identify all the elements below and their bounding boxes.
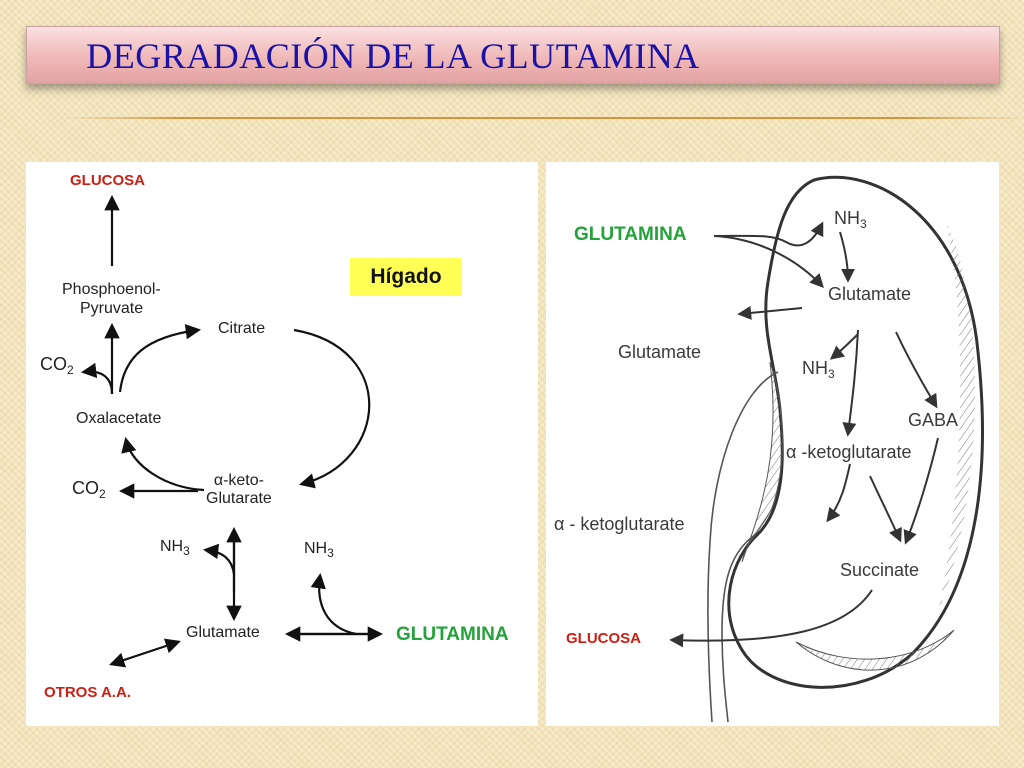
kidney-pathway-arrows <box>669 221 939 648</box>
kidney-glutamina-label: GLUTAMINA <box>574 224 687 245</box>
liver-citrate-label: Citrate <box>218 320 266 337</box>
liver-co2-top-label: CO2 <box>40 354 74 377</box>
nh3-sub: 3 <box>183 544 190 558</box>
aketo-line2: Glutarate <box>206 490 272 507</box>
ureter-lines <box>707 371 779 723</box>
nh3-sub: 3 <box>327 546 334 560</box>
liver-otros-aa-label: OTROS A.A. <box>44 684 131 701</box>
title-banner: DEGRADACIÓN DE LA GLUTAMINA <box>26 26 1000 84</box>
arrow-oxal-to-citrate <box>118 324 202 393</box>
arrow-otros-double <box>109 638 181 668</box>
slide-title: DEGRADACIÓN DE LA GLUTAMINA <box>86 36 700 76</box>
kidney-glutamate-outer-label: Glutamate <box>618 342 702 362</box>
pep-line1: Phosphoenol- <box>62 281 161 298</box>
liver-glutamina-label: GLUTAMINA <box>396 624 509 645</box>
nh3-sub: 3 <box>860 217 867 231</box>
co2-main: CO <box>72 478 99 498</box>
kidney-gaba-label: GABA <box>908 410 959 430</box>
liver-co2-bottom-label: CO2 <box>72 478 106 501</box>
higado-badge: Hígado <box>350 258 462 296</box>
kidney-glucosa-label: GLUCOSA <box>566 630 641 647</box>
arrow-aketo-to-oxal <box>121 436 205 492</box>
nh3-main: NH <box>160 538 184 555</box>
kidney-nh3-top-label: NH3 <box>834 208 867 231</box>
liver-diagram-arrows <box>80 194 384 668</box>
liver-oxalacetate-label: Oxalacetate <box>76 410 162 427</box>
kidney-glutamate-inner-label: Glutamate <box>828 284 912 304</box>
kidney-nh3-mid-label: NH3 <box>802 358 835 381</box>
liver-nh3-left-label: NH3 <box>160 538 190 558</box>
title-divider <box>64 117 1024 119</box>
nh3-main: NH <box>802 358 828 378</box>
liver-diagram-panel: GLUCOSA Phosphoenol- Pyruvate Citrate CO… <box>26 162 538 726</box>
kidney-diagram-panel: GLUTAMINA NH3 Glutamate Glutamate NH3 GA… <box>546 162 999 726</box>
arrow-nh3-left <box>202 543 236 575</box>
liver-glutamate-label: Glutamate <box>186 624 260 641</box>
kidney-bottom-shading <box>795 629 955 671</box>
co2-sub: 2 <box>67 363 74 377</box>
co2-sub: 2 <box>99 487 106 501</box>
arrow-oxal-to-co2 <box>80 362 114 395</box>
nh3-main: NH <box>304 540 328 557</box>
arrow-nh3-right <box>310 572 357 636</box>
kidney-succinate-label: Succinate <box>840 560 920 580</box>
liver-phosphoenolpyruvate-label: Phosphoenol- Pyruvate <box>62 280 161 318</box>
aketo-line1: α-keto- <box>213 472 264 489</box>
liver-glucosa-label: GLUCOSA <box>70 172 145 189</box>
nh3-sub: 3 <box>828 367 835 381</box>
co2-main: CO <box>40 354 67 374</box>
kidney-right-shading <box>938 222 976 612</box>
liver-aketoglutarate-label: α-keto- Glutarate <box>206 472 272 508</box>
kidney-hilum-shading <box>741 361 783 563</box>
kidney-aketoglutarate-inner-label: α -ketoglutarate <box>786 442 912 462</box>
kidney-diagram-drawing <box>669 175 984 723</box>
kidney-aketoglutarate-outer-label: α - ketoglutarate <box>554 514 685 534</box>
kidney-outline-icon <box>727 175 984 689</box>
arrow-citrate-to-aketo <box>293 328 371 489</box>
liver-nh3-right-label: NH3 <box>304 540 334 560</box>
pep-line2: Pyruvate <box>80 300 144 317</box>
nh3-main: NH <box>834 208 860 228</box>
